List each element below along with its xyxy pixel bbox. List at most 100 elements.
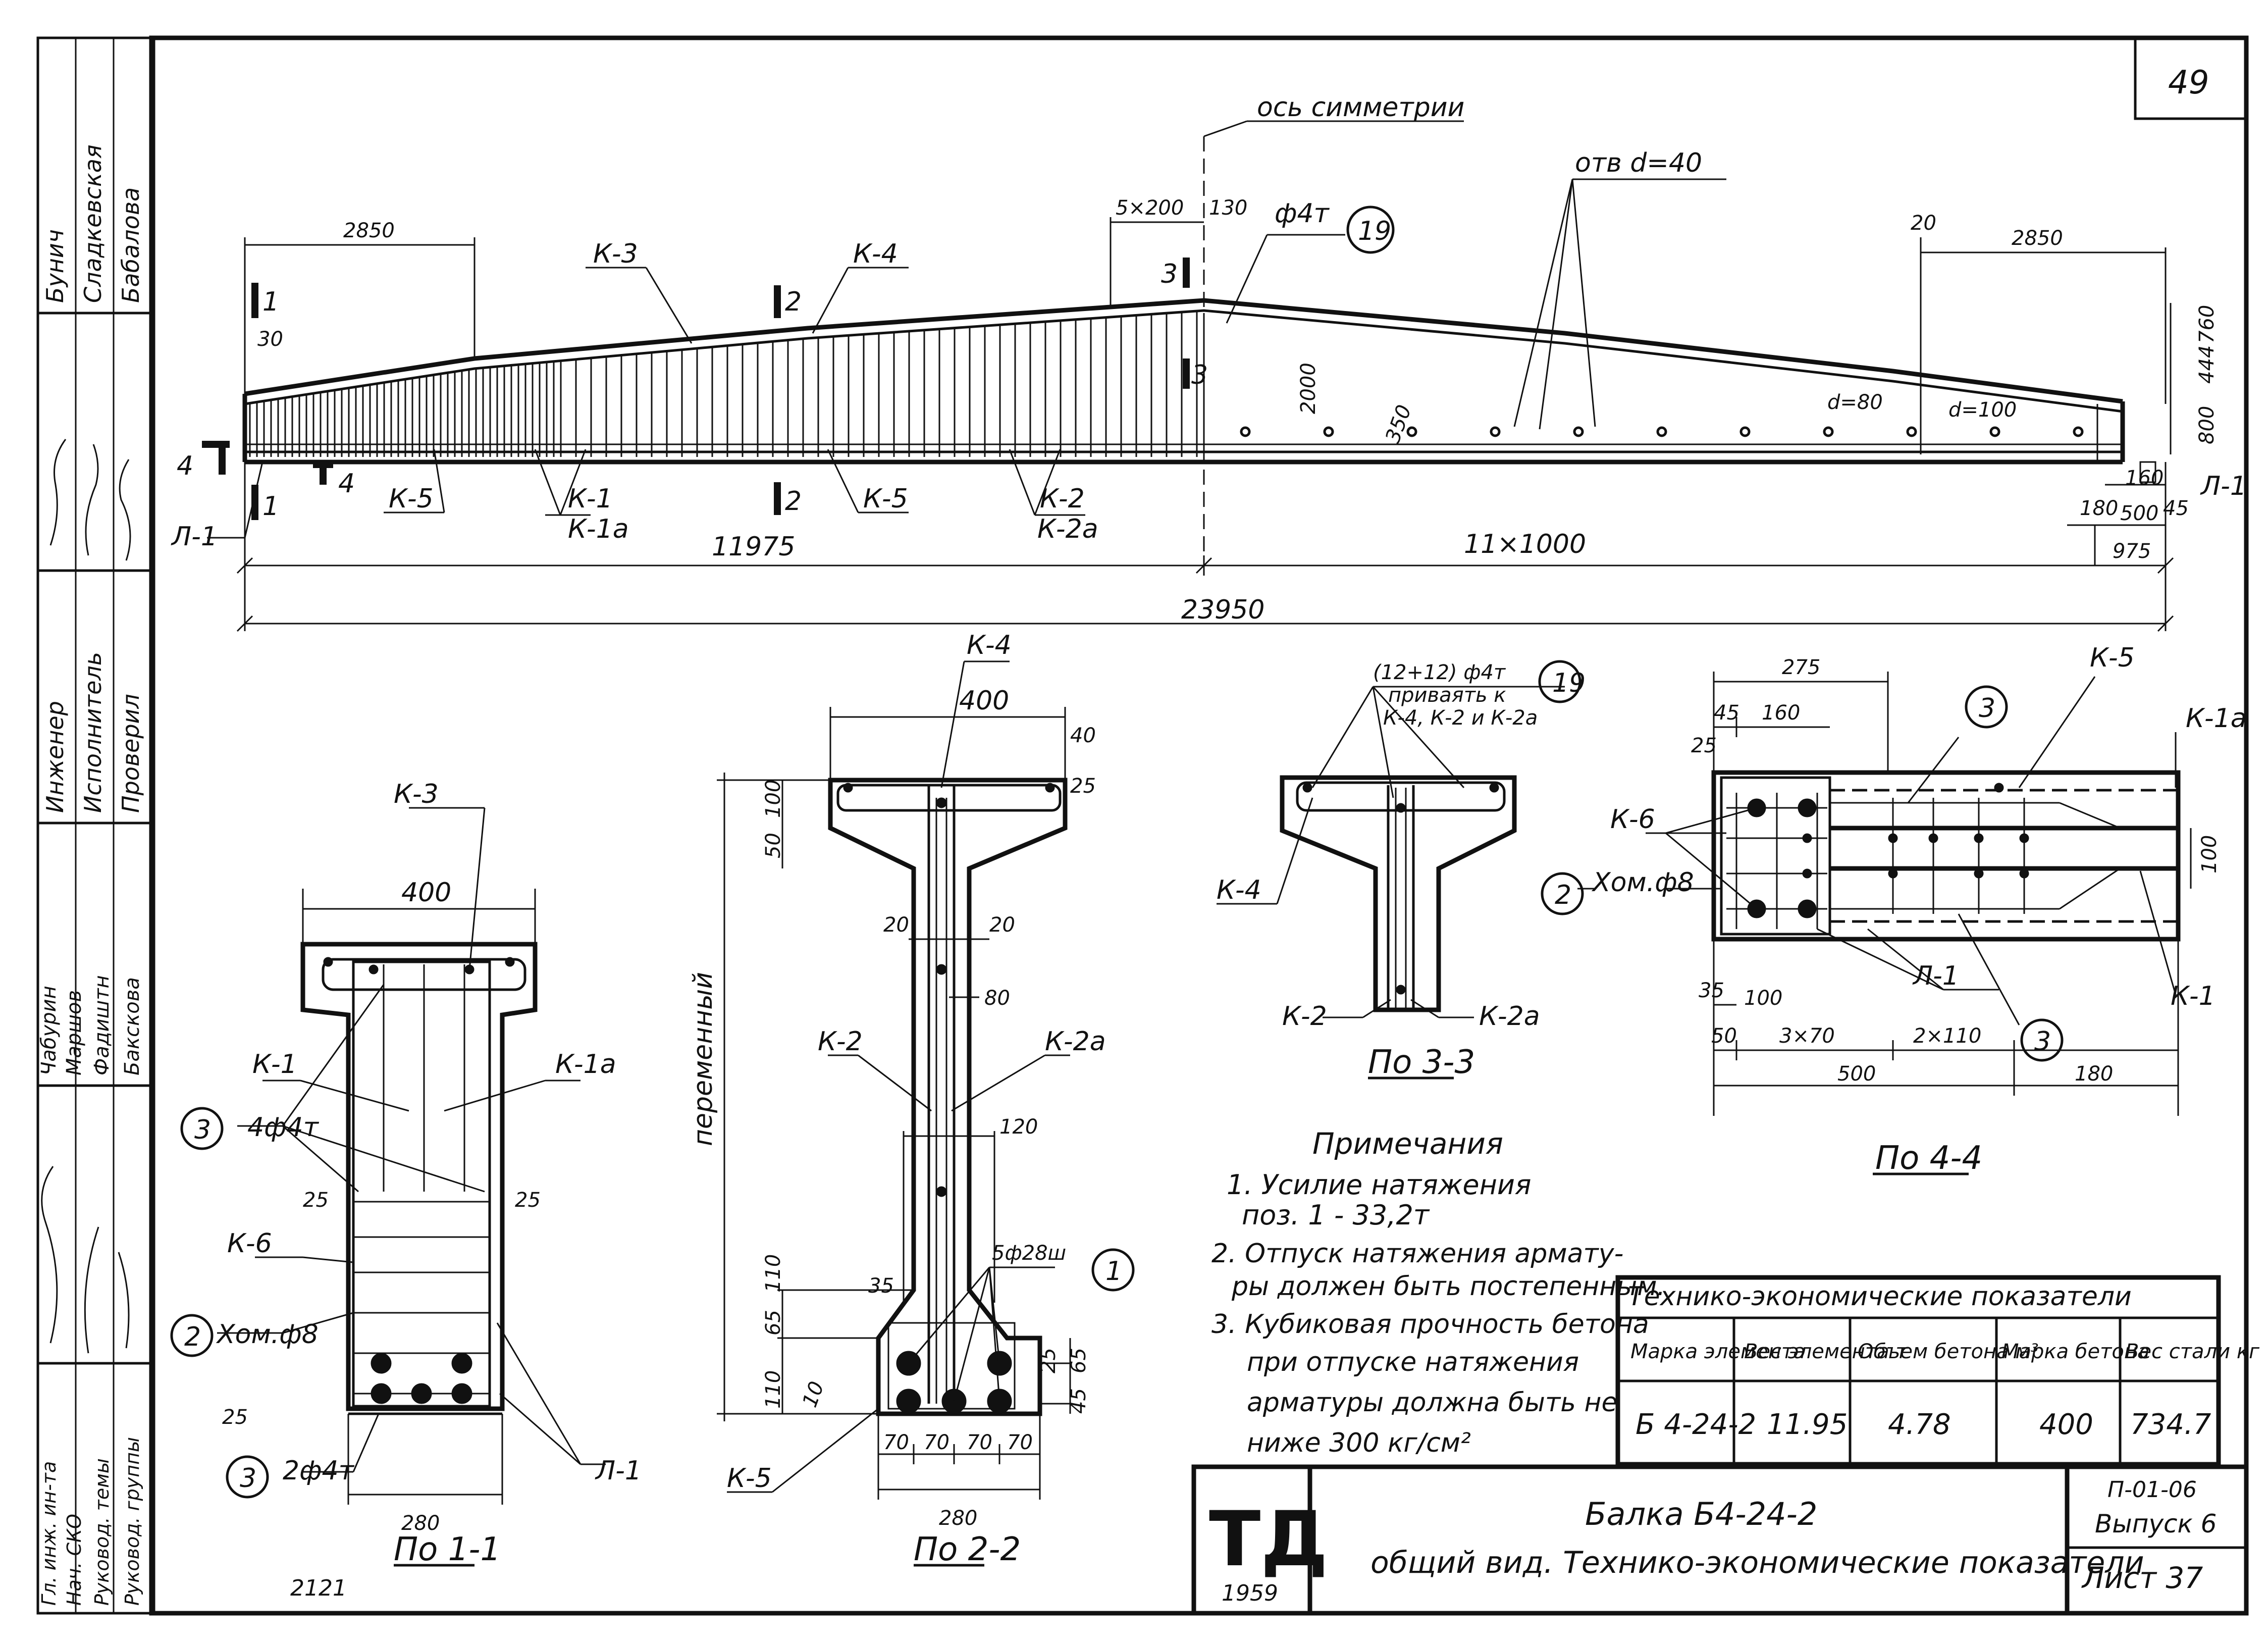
stamp-role-2: Исполнитель [79,652,107,813]
s22-d80: 80 [984,987,1010,1010]
s33-bars: (12+12) ф4т [1373,661,1506,684]
s44-d275: 275 [1782,656,1820,679]
s11-callout-2: 2 [184,1322,201,1352]
s33-callout-19: 19 [1552,668,1586,698]
s11-caption: По 1-1 [394,1531,501,1568]
dim-20: 20 [1911,212,1936,235]
label-k3: К-3 [593,239,638,269]
s11-l1: Л-1 [595,1456,642,1486]
s11-k6: К-6 [227,1228,272,1259]
s11-k3: К-3 [394,779,439,809]
label-k5-b: К-5 [863,484,908,514]
s11-callout-3b: 3 [240,1463,256,1494]
s33-caption: По 3-3 [1368,1044,1475,1081]
s22-d20a: 20 [883,913,909,937]
s44-d45: 45 [1714,701,1739,725]
s44-d180: 180 [2075,1062,2113,1086]
s11-k1: К-1 [252,1049,297,1080]
symmetry-axis-label: ось симметрии [1257,92,1464,123]
dim-444: 444 [2195,345,2219,384]
s11-hom: Хом.ф8 [216,1319,319,1350]
hole-d100-label: d=100 [1948,398,2017,422]
tech-table-values: Б 4-24-2 11.95 4.78 400 734.7 [1636,1408,2211,1441]
s22-d65b: 65 [1067,1348,1090,1373]
label-k4: К-4 [853,239,898,269]
top-dimensions [244,217,2172,454]
sec2-bot: 2 [785,486,802,517]
stamp-bottom-4: Руковод. группы [121,1437,143,1606]
th-mark: Марка элемента [1630,1340,1806,1363]
sec1-bot: 1 [262,491,279,522]
s22-k5: К-5 [727,1463,772,1494]
s44-callout-3b: 3 [2034,1027,2051,1057]
s44-d3x70: 3×70 [1779,1024,1835,1048]
s22-k4: К-4 [967,630,1012,660]
sec4-b: 4 [338,469,355,499]
note-1a: 1. Усилие натяжения [1227,1169,1531,1201]
section-1-1 [170,807,606,1567]
s44-callout-3a: 3 [1979,693,1995,724]
s22-d120: 120 [999,1115,1038,1139]
tech-table-title: Технико-экономические показатели [1628,1281,2132,1312]
th-volume: Объем бетона м³ [1858,1340,2039,1363]
td-weight: 11.95 [1767,1408,1848,1441]
dim-2850-right: 2850 [2012,227,2063,250]
note-3c: арматуры должна быть не [1247,1388,1617,1418]
s44-d100r: 100 [2198,835,2221,874]
note-2a: 2. Отпуск натяжения армату- [1211,1239,1623,1269]
s22-d40: 40 [1070,724,1096,747]
label-k1a: К-1а [568,514,629,544]
dim-160: 160 [2125,467,2164,490]
s22-variable: переменный [688,972,718,1146]
label-l1-right: Л-1 [2200,471,2247,501]
th-steel: Вес стали кг [2125,1340,2260,1363]
dim-23950: 23950 [1181,595,1264,625]
dim-180: 180 [2080,497,2118,520]
web-hole [2073,426,2084,437]
s44-d160: 160 [1762,701,1800,725]
s22-d10: 10 [798,1378,829,1411]
s44-l1: Л-1 [1912,961,1959,991]
s22-callout-1: 1 [1105,1256,1122,1287]
stamp-bottom-2: Нач. СКО [63,1514,85,1606]
holes-right-half [1240,426,2084,437]
note-3a: 3. Кубиковая прочность бетона [1211,1309,1649,1340]
web-hole [1989,426,2000,437]
sheet-frame [149,35,2249,1616]
s44-d100: 100 [1744,987,1782,1010]
s11-bars-top: 4ф4т [247,1112,320,1143]
label-k2: К-2 [1040,484,1085,514]
th-weight: Вес элемента т [1744,1340,1908,1363]
label-k5-a: К-5 [389,484,434,514]
dim-5x200: 5×200 [1116,196,1184,220]
s33-k2a: К-2а [1479,1001,1540,1032]
sec3-top: 3 [1161,259,1178,289]
s44-hom: Хом.ф8 [1591,867,1694,898]
s22-k2a: К-2а [1045,1027,1106,1057]
title-block [1191,1464,2249,1616]
td-year: 1959 [1222,1580,1278,1606]
web-hole [1406,426,1417,437]
side-stamp-text: Бунич Сладкевская Бабалова Инженер Испол… [37,144,144,1606]
s22-d110b: 110 [762,1370,785,1409]
s44-k1a: К-1а [2186,703,2247,734]
stamp-signatures [41,439,131,1354]
dim-760: 760 [2195,305,2219,343]
web-hole [1823,426,1834,437]
s22-caption: По 2-2 [914,1531,1021,1568]
s33-k2: К-2 [1282,1001,1327,1032]
note-1b: поз. 1 - 33,2т [1242,1199,1430,1231]
s22-d70b: 70 [924,1431,950,1454]
s11-c25a: 25 [303,1189,329,1212]
dim-11975: 11975 [712,532,795,562]
title-series: П-01-06 [2107,1477,2197,1503]
title-issue: Выпуск 6 [2095,1509,2217,1538]
s11-callout-3a: 3 [194,1115,211,1145]
s22-d25: 25 [1070,775,1096,798]
section-markers [202,258,1190,520]
s44-d50: 50 [1711,1024,1737,1048]
section-4-4 [1541,672,2192,1175]
sec1-top: 1 [262,287,279,317]
